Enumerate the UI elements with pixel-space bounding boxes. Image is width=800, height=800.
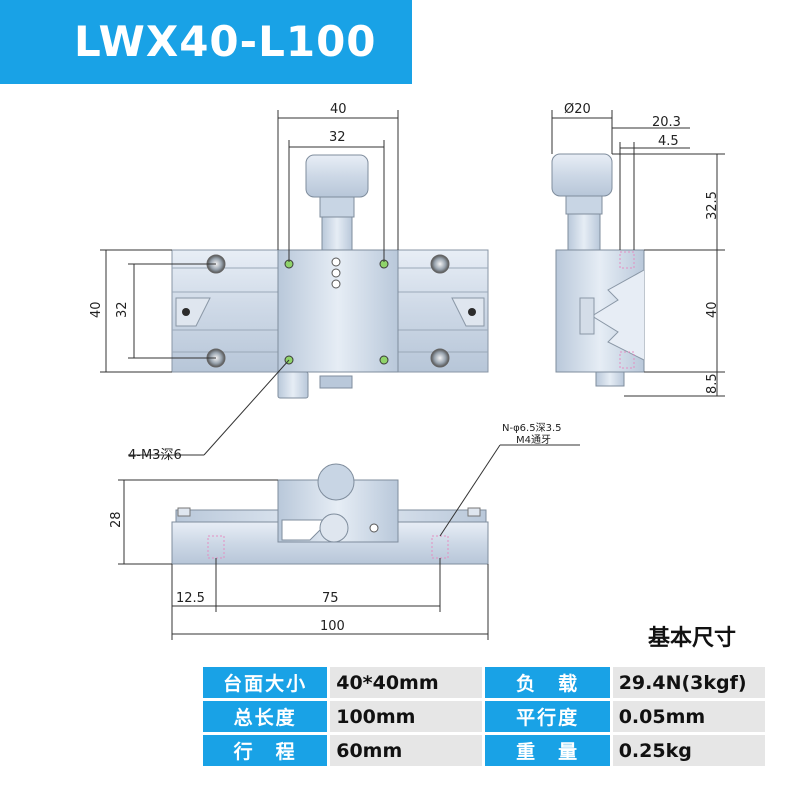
spec-value: 0.25kg xyxy=(612,735,765,766)
front-knob xyxy=(317,463,355,501)
spec-value: 60mm xyxy=(330,735,483,766)
lock-screw xyxy=(319,375,353,389)
side-knob-head xyxy=(551,153,613,197)
front-view xyxy=(171,463,489,565)
side-lock-knob xyxy=(595,371,625,387)
callout-counterbore: N-φ6.5深3.5 xyxy=(502,422,562,434)
dim-side-40: 40 xyxy=(705,301,720,318)
mount-hole xyxy=(430,254,450,274)
callout-thread: M4通牙 xyxy=(516,434,551,446)
knob-shaft xyxy=(321,215,353,251)
dim-bottom-12-5: 12.5 xyxy=(176,591,205,606)
lock-lever xyxy=(277,371,309,399)
hidden-hole xyxy=(619,251,635,269)
dim-side-8-5: 8.5 xyxy=(705,373,720,394)
spec-row: 台面大小 40*40mm 负 载 29.4N(3kgf) xyxy=(203,667,765,698)
callout-tapped-holes: 4-M3深6 xyxy=(128,448,182,463)
dim-top-32: 32 xyxy=(329,130,346,145)
indicator-dot xyxy=(331,279,341,289)
front-view-dimensions xyxy=(118,444,580,640)
side-lock-pin xyxy=(579,297,595,335)
screw-hole xyxy=(468,308,476,316)
front-lock-knob xyxy=(319,513,349,543)
spec-label: 平行度 xyxy=(485,701,610,732)
spec-heading: 基本尺寸 xyxy=(648,626,737,651)
side-view-dimensions xyxy=(551,110,725,397)
spec-label: 负 载 xyxy=(485,667,610,698)
product-title: LWX40-L100 xyxy=(74,17,377,66)
front-dovetail xyxy=(281,519,332,541)
front-screw-head xyxy=(467,507,481,517)
dim-left-32: 32 xyxy=(115,301,130,318)
screw-hole xyxy=(182,308,190,316)
indicator-dot xyxy=(331,268,341,278)
dovetail-end-left xyxy=(175,297,211,327)
hidden-hole xyxy=(619,351,635,369)
dim-side-diameter: Ø20 xyxy=(564,102,591,117)
spec-label: 台面大小 xyxy=(203,667,328,698)
top-view-dimensions xyxy=(100,110,399,456)
title-banner: LWX40-L100 xyxy=(0,0,412,84)
spec-label: 行 程 xyxy=(203,735,328,766)
spec-value: 100mm xyxy=(330,701,483,732)
indicator-dot xyxy=(331,257,341,267)
dim-side-32-5: 32.5 xyxy=(705,191,720,220)
front-indicator xyxy=(369,523,379,533)
knob-head xyxy=(305,154,369,198)
dim-side-4-5: 4.5 xyxy=(658,134,679,149)
spec-row: 总长度 100mm 平行度 0.05mm xyxy=(203,701,765,732)
dim-side-20-3: 20.3 xyxy=(652,115,681,130)
dim-bottom-75: 75 xyxy=(322,591,339,606)
spec-label: 重 量 xyxy=(485,735,610,766)
dim-top-40: 40 xyxy=(330,102,347,117)
spec-value: 40*40mm xyxy=(330,667,483,698)
top-view xyxy=(171,154,489,399)
spec-row: 行 程 60mm 重 量 0.25kg xyxy=(203,735,765,766)
side-view xyxy=(551,153,645,387)
front-screw-head xyxy=(177,507,191,517)
spec-value: 0.05mm xyxy=(612,701,765,732)
side-knob-shaft xyxy=(567,211,601,251)
knob-neck xyxy=(319,196,355,218)
spec-label: 总长度 xyxy=(203,701,328,732)
mount-hole xyxy=(430,348,450,368)
m3-hole xyxy=(379,355,389,365)
side-knob-neck xyxy=(565,195,603,215)
stage-table xyxy=(277,249,399,373)
dim-front-28: 28 xyxy=(109,511,124,528)
spec-table: 台面大小 40*40mm 负 载 29.4N(3kgf) 总长度 100mm 平… xyxy=(200,664,768,769)
dim-bottom-100: 100 xyxy=(320,619,345,634)
spec-value: 29.4N(3kgf) xyxy=(612,667,765,698)
dim-left-40: 40 xyxy=(89,301,104,318)
